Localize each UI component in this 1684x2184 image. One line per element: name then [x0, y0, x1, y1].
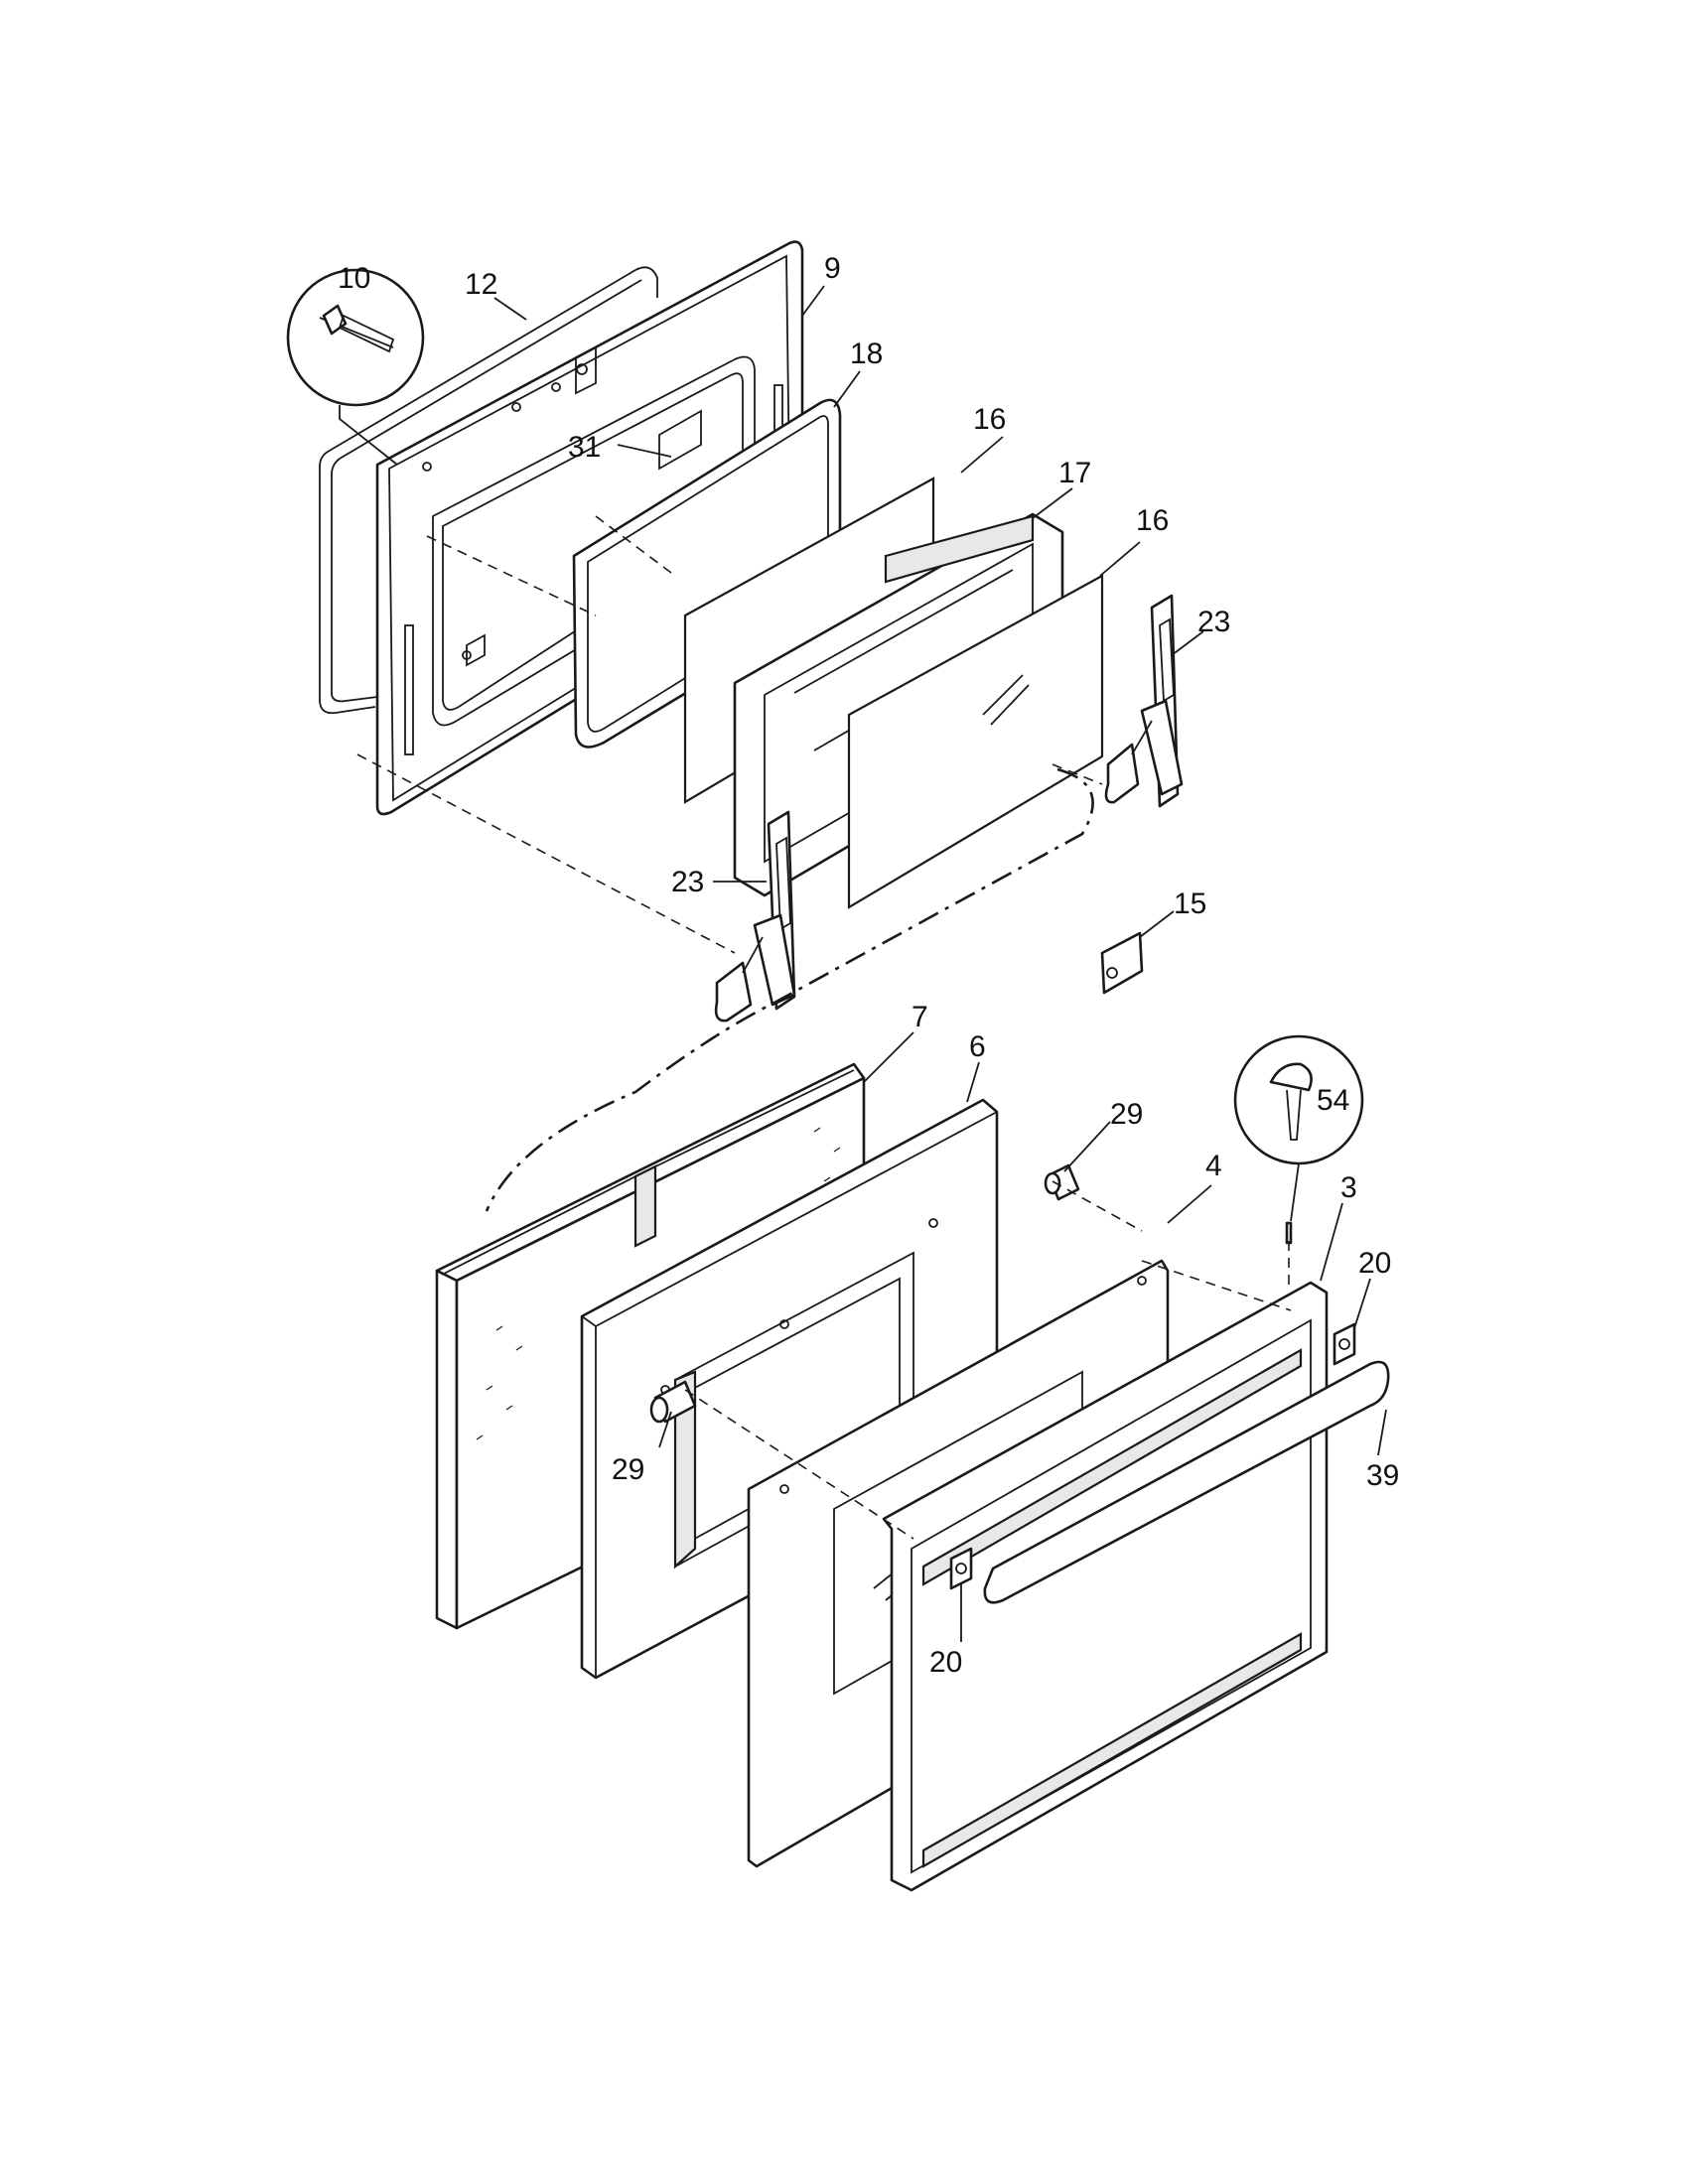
- lower-alignment-lines: [684, 1180, 1292, 1540]
- part-20-handle-bracket-right: [1333, 1322, 1356, 1366]
- callout-29: 29: [1110, 1098, 1143, 1131]
- callout-labels: 10 12 9 18 16 31 17 16 23 23 15 7 6 29 5…: [338, 252, 1399, 1679]
- callout-6: 6: [969, 1030, 986, 1063]
- callout-23: 23: [1197, 606, 1230, 638]
- callout-4: 4: [1205, 1150, 1222, 1182]
- detail-circle-10: [286, 268, 425, 466]
- part-20-handle-bracket-left: [949, 1547, 973, 1590]
- part-3-outer-door-frame: [882, 1281, 1329, 1892]
- part-29-spacer-left: [649, 1380, 697, 1424]
- callout-16: 16: [973, 403, 1006, 436]
- upper-alignment-lines: [356, 515, 1103, 954]
- callout-12: 12: [465, 268, 497, 301]
- callout-18: 18: [850, 338, 883, 370]
- callout-31: 31: [568, 431, 601, 464]
- part-23-hinge-left: [714, 810, 796, 1023]
- callout-17: 17: [1058, 457, 1091, 489]
- part-15-bracket: [1100, 931, 1144, 995]
- callout-3: 3: [1340, 1171, 1357, 1204]
- part-39-door-handle: [983, 1360, 1390, 1604]
- callout-16-second: 16: [1136, 504, 1169, 537]
- part-54-screw: [1285, 1221, 1293, 1245]
- callout-39: 39: [1366, 1459, 1399, 1492]
- detail-circle-54: [1233, 1034, 1364, 1222]
- part-23-hinge-right: [1104, 594, 1184, 808]
- callout-10: 10: [338, 262, 370, 295]
- callout-54: 54: [1317, 1084, 1349, 1117]
- part-29-spacer-right: [1044, 1163, 1080, 1201]
- callout-20: 20: [1358, 1247, 1391, 1280]
- callout-23-second: 23: [671, 866, 704, 898]
- part-16-outer-glass: [847, 574, 1104, 909]
- assembly-connector-line: [485, 767, 1094, 1212]
- callout-20-second: 20: [929, 1646, 962, 1679]
- callout-leaders: [493, 285, 1387, 1642]
- callout-9: 9: [824, 252, 841, 285]
- callout-29-second: 29: [612, 1453, 644, 1486]
- callout-7: 7: [912, 1001, 928, 1033]
- callout-15: 15: [1174, 887, 1206, 920]
- part-12-door-gasket: [319, 266, 658, 715]
